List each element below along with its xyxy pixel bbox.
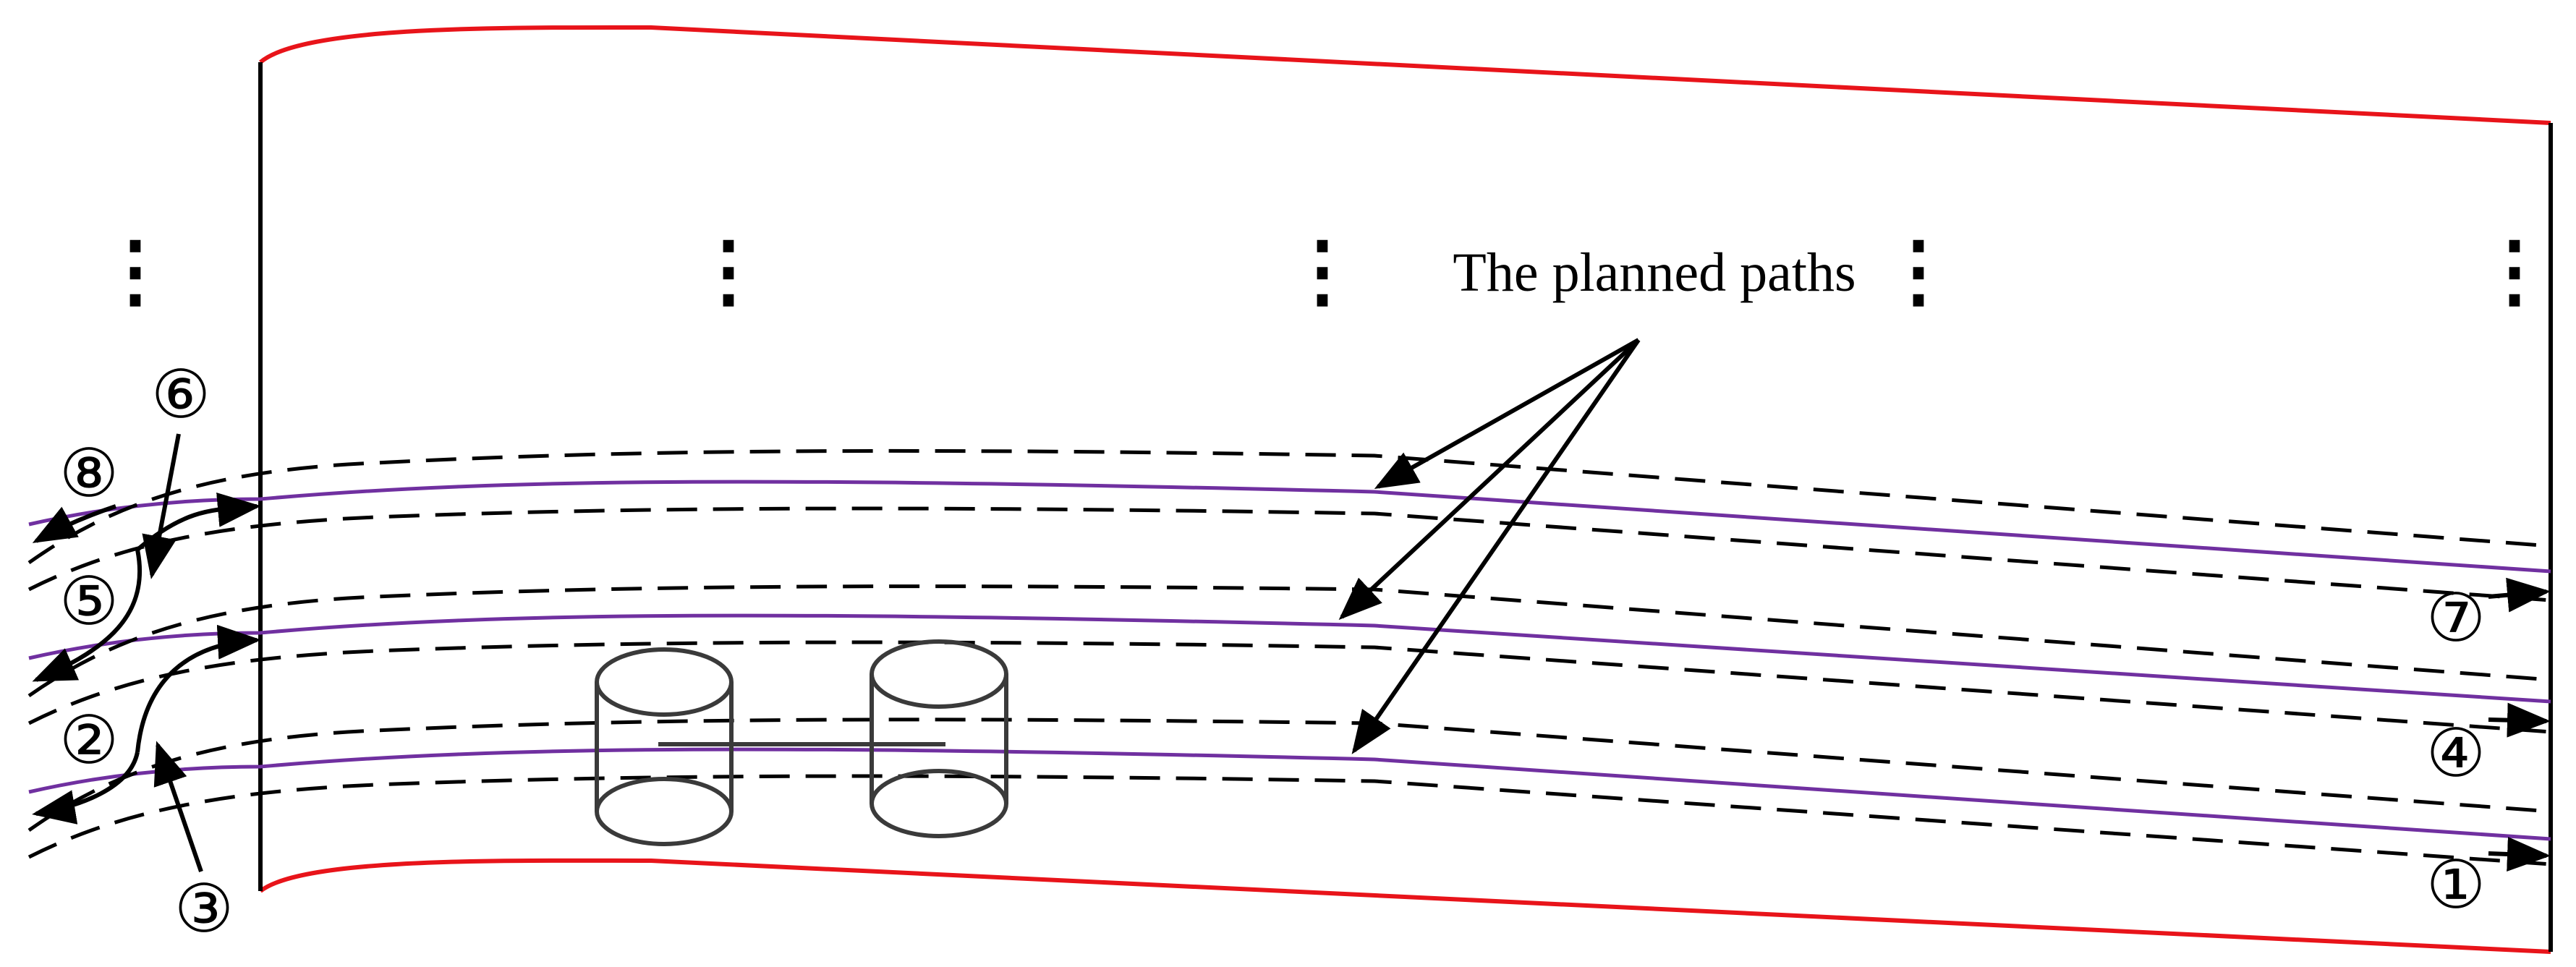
cylinder-left xyxy=(595,647,734,846)
path-label-1: ① xyxy=(2426,848,2486,922)
annotation-arrow-2 xyxy=(1338,338,1641,621)
annotation-arrows xyxy=(1338,338,1641,754)
path-label-3: ③ xyxy=(174,872,234,946)
arrow-path-6 xyxy=(136,492,261,552)
vertical-ellipsis-3: ⋮ xyxy=(1283,227,1362,315)
arrow-path-1 xyxy=(2488,836,2551,872)
path-label-8: ⑧ xyxy=(59,437,119,511)
arrow-path-8 xyxy=(32,504,116,543)
planned-path-bottom xyxy=(28,747,2551,841)
path-direction-arrows xyxy=(2488,577,2551,872)
continuation-markers: ⋮ ⋮ ⋮ ⋮ ⋮ xyxy=(95,227,2554,315)
vertical-ellipsis-1: ⋮ xyxy=(95,227,175,315)
leader-3 xyxy=(153,741,203,872)
path-label-6: ⑥ xyxy=(151,358,211,432)
planned-path-middle xyxy=(28,613,2551,704)
planned-path-top xyxy=(28,480,2551,574)
vertical-ellipsis-2: ⋮ xyxy=(689,227,768,315)
path-label-7: ⑦ xyxy=(2426,582,2486,655)
dashed-lines xyxy=(27,448,2551,866)
vertical-ellipsis-5: ⋮ xyxy=(2475,227,2554,315)
path-label-5: ⑤ xyxy=(59,565,119,639)
bottom-boundary xyxy=(259,858,2551,954)
obstacle-cylinders xyxy=(595,639,1008,846)
cylinder-right xyxy=(870,639,1008,838)
vertical-ellipsis-4: ⋮ xyxy=(1879,227,1958,315)
path-labels: ⑧ ⑥ ⑤ ② ③ ⑦ ④ ① xyxy=(59,358,2486,946)
annotation-arrow-3 xyxy=(1351,338,1641,754)
arrow-path-5 xyxy=(32,549,143,682)
annotation-arrow-1 xyxy=(1374,338,1640,489)
path-label-2: ② xyxy=(59,704,119,778)
arrow-path-7 xyxy=(2488,577,2551,613)
label-leaders xyxy=(142,433,203,872)
annotation-label: The planned paths xyxy=(1453,242,1856,303)
path-label-4: ④ xyxy=(2426,717,2486,791)
arrow-path-4 xyxy=(2488,702,2551,738)
leader-6 xyxy=(142,433,181,579)
top-boundary xyxy=(259,25,2551,125)
arrow-path-3 xyxy=(135,624,261,753)
arrow-path-2 xyxy=(32,751,140,825)
